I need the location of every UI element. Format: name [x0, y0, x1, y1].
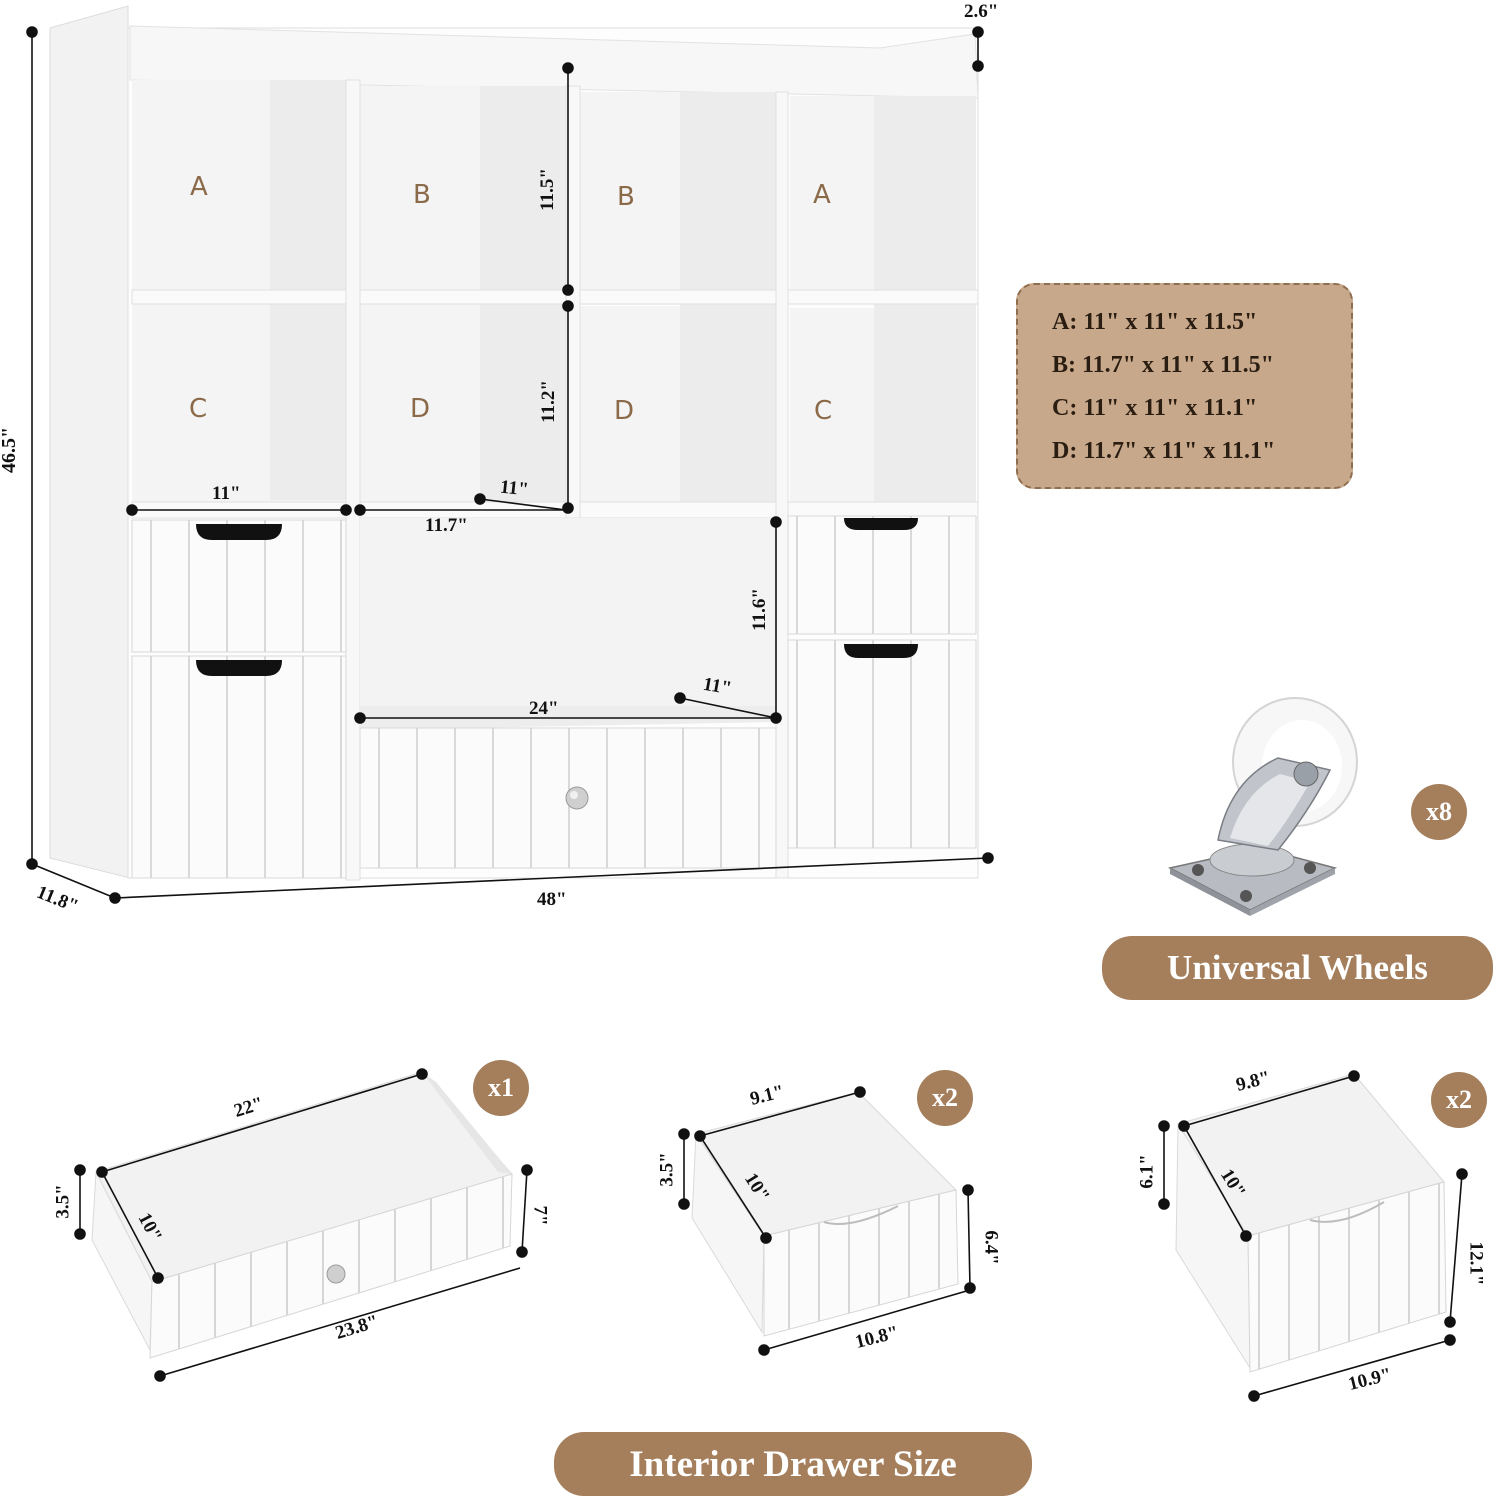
- drawer-tall-illustration: [1158, 1070, 1468, 1402]
- dim-center-opening-width: 24": [529, 698, 559, 719]
- cube-label-c-right: C: [814, 396, 833, 426]
- drawer-large-front-height: 7": [529, 1205, 551, 1226]
- drawer-tall-front-height: 12.1": [1465, 1241, 1487, 1286]
- cube-label-c-left: C: [189, 394, 208, 424]
- dim-upper-cube-height: 11.5": [536, 168, 558, 211]
- cube-label-a-left: A: [190, 172, 208, 202]
- drawer-small-side-height: 3.5": [656, 1152, 678, 1187]
- dim-lower-cube-height: 11.2": [537, 380, 559, 423]
- drawer-small-front-height: 6.4": [980, 1230, 1002, 1265]
- caster-wheel-icon: [1167, 697, 1358, 916]
- cube-label-b-right: B: [617, 182, 635, 212]
- dim-cube-b-depth: 11": [498, 476, 530, 501]
- dim-height-total: 46.5": [0, 426, 21, 474]
- dim-center-opening-height: 11.6": [748, 588, 770, 631]
- dim-center-opening-depth: 11": [701, 673, 734, 700]
- drawer-large-illustration: [74, 1068, 533, 1382]
- legend-row-c: C: 11" x 11" x 11.1": [1052, 395, 1258, 421]
- dim-cube-a-width: 11": [212, 483, 241, 504]
- dim-width-total: 48": [537, 889, 567, 910]
- drawer-tall-count-badge: x2: [1431, 1072, 1487, 1128]
- drawer-large-side-height: 3.5": [52, 1184, 74, 1219]
- cube-label-d-right: D: [614, 396, 635, 426]
- legend-row-a: A: 11" x 11" x 11.5": [1052, 309, 1258, 335]
- cube-label-b-left: B: [413, 180, 431, 210]
- drawer-small-count-badge: x2: [917, 1070, 973, 1126]
- drawer-large-count-badge: x1: [473, 1060, 529, 1116]
- cube-label-d-left: D: [410, 394, 431, 424]
- dim-cube-b-width: 11.7": [425, 515, 468, 536]
- wheel-count-badge: x8: [1411, 784, 1467, 840]
- legend-row-b: B: 11.7" x 11" x 11.5": [1052, 352, 1274, 378]
- cube-label-a-right: A: [813, 180, 831, 210]
- interior-drawer-size-label: Interior Drawer Size: [554, 1432, 1032, 1496]
- dim-top-rail: 2.6": [964, 1, 999, 22]
- cabinet-illustration: [26, 5, 994, 904]
- legend-row-d: D: 11.7" x 11" x 11.1": [1052, 438, 1276, 464]
- drawer-tall-side-height: 6.1": [1136, 1154, 1158, 1189]
- universal-wheels-label: Universal Wheels: [1102, 936, 1493, 1000]
- drawer-small-illustration: [678, 1086, 976, 1356]
- cube-size-legend: A: 11" x 11" x 11.5" B: 11.7" x 11" x 11…: [1016, 283, 1353, 489]
